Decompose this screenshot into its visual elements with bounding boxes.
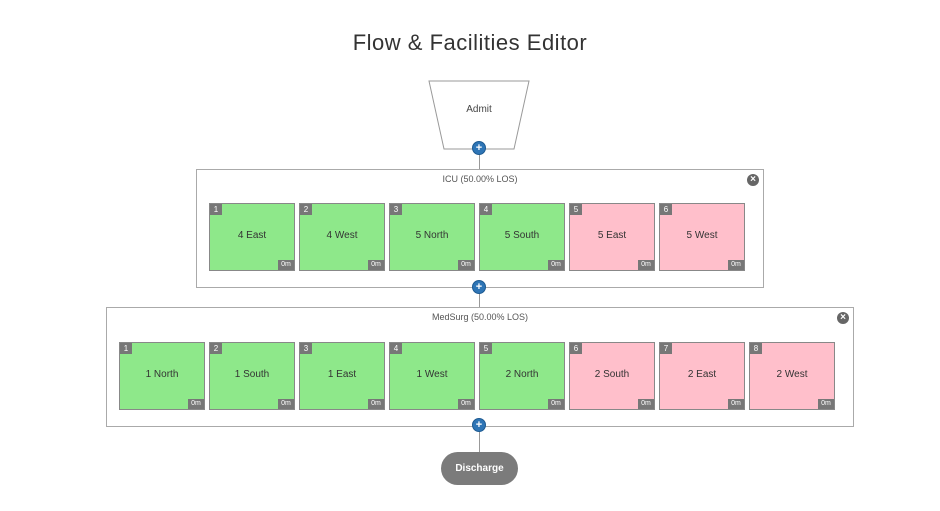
unit-card[interactable]: 8 2 West 0m (749, 342, 835, 410)
unit-card[interactable]: 3 5 North 0m (389, 203, 475, 271)
unit-card[interactable]: 5 2 North 0m (479, 342, 565, 410)
unit-index: 6 (570, 343, 582, 354)
unit-name: 4 East (237, 230, 267, 241)
trapezoid-shape (428, 80, 530, 150)
unit-time: 0m (638, 260, 654, 270)
add-step-icon[interactable]: + (472, 141, 486, 155)
unit-card[interactable]: 6 2 South 0m (569, 342, 655, 410)
unit-name: 2 West (776, 369, 808, 380)
unit-name: 5 East (597, 230, 627, 241)
unit-card[interactable]: 3 1 East 0m (299, 342, 385, 410)
unit-card[interactable]: 4 1 West 0m (389, 342, 475, 410)
unit-index: 3 (390, 204, 402, 215)
unit-time: 0m (458, 260, 474, 270)
admit-label: Admit (466, 104, 492, 115)
page-title: Flow & Facilities Editor (352, 30, 588, 55)
unit-index: 6 (660, 204, 672, 215)
unit-name: 1 South (234, 369, 270, 380)
group-icu[interactable]: ICU (50.00% LOS) × 1 4 East 0m 2 4 West 0m 3 5 … (196, 169, 764, 288)
group-label: MedSurg (50.00% LOS) (431, 312, 529, 322)
unit-name: 2 East (687, 369, 717, 380)
unit-name: 1 West (416, 369, 448, 380)
close-icon[interactable]: × (837, 312, 849, 324)
unit-name: 5 North (415, 230, 449, 241)
unit-index: 3 (300, 343, 312, 354)
unit-index: 2 (300, 204, 312, 215)
discharge-node[interactable]: Discharge (441, 452, 518, 485)
unit-time: 0m (368, 260, 384, 270)
connector (479, 287, 480, 307)
unit-time: 0m (458, 399, 474, 409)
unit-index: 4 (480, 204, 492, 215)
unit-name: 1 North (145, 369, 179, 380)
unit-time: 0m (368, 399, 384, 409)
add-step-icon[interactable]: + (472, 280, 486, 294)
connector (479, 150, 480, 169)
unit-time: 0m (188, 399, 204, 409)
unit-index: 1 (120, 343, 132, 354)
unit-name: 5 West (686, 230, 718, 241)
unit-name: 1 East (327, 369, 357, 380)
group-label: ICU (50.00% LOS) (442, 174, 518, 184)
unit-index: 5 (570, 204, 582, 215)
unit-card[interactable]: 4 5 South 0m (479, 203, 565, 271)
unit-index: 7 (660, 343, 672, 354)
unit-time: 0m (278, 399, 294, 409)
close-icon[interactable]: × (747, 174, 759, 186)
unit-index: 2 (210, 343, 222, 354)
admit-node[interactable]: Admit (428, 80, 530, 150)
unit-name: 2 South (594, 369, 630, 380)
unit-card[interactable]: 7 2 East 0m (659, 342, 745, 410)
connector (479, 426, 480, 452)
unit-name: 5 South (504, 230, 540, 241)
unit-time: 0m (548, 399, 564, 409)
unit-card[interactable]: 6 5 West 0m (659, 203, 745, 271)
unit-name: 2 North (505, 369, 539, 380)
unit-time: 0m (728, 260, 744, 270)
group-medsurg[interactable]: MedSurg (50.00% LOS) × 1 1 North 0m 2 1 Sout… (106, 307, 854, 427)
unit-index: 5 (480, 343, 492, 354)
unit-card[interactable]: 5 5 East 0m (569, 203, 655, 271)
unit-card[interactable]: 1 4 East 0m (209, 203, 295, 271)
unit-time: 0m (278, 260, 294, 270)
unit-name: 4 West (326, 230, 358, 241)
unit-time: 0m (728, 399, 744, 409)
unit-time: 0m (818, 399, 834, 409)
unit-index: 4 (390, 343, 402, 354)
unit-time: 0m (548, 260, 564, 270)
unit-time: 0m (638, 399, 654, 409)
unit-index: 1 (210, 204, 222, 215)
unit-index: 8 (750, 343, 762, 354)
unit-card[interactable]: 2 1 South 0m (209, 342, 295, 410)
unit-card[interactable]: 2 4 West 0m (299, 203, 385, 271)
add-step-icon[interactable]: + (472, 418, 486, 432)
unit-card[interactable]: 1 1 North 0m (119, 342, 205, 410)
